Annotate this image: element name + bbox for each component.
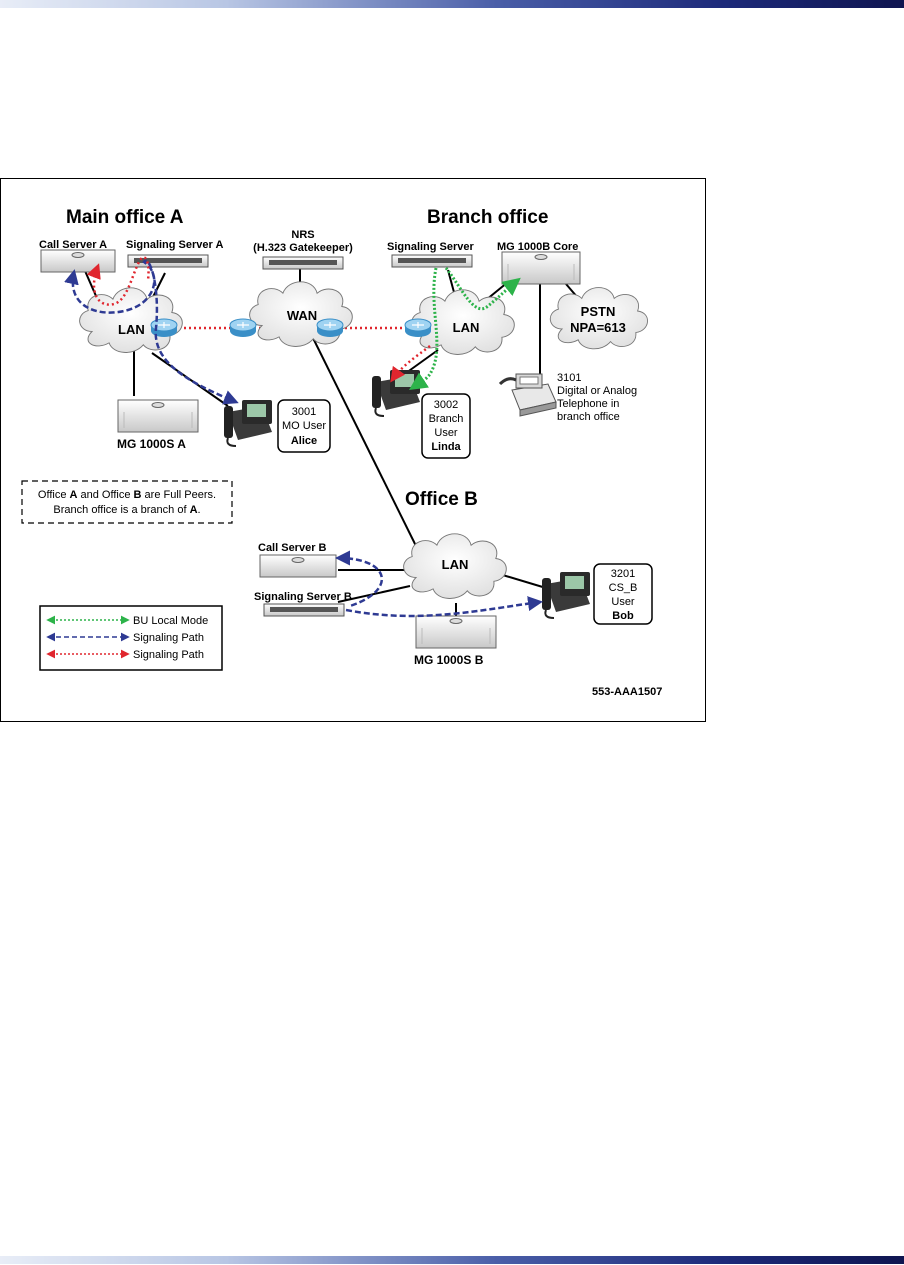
signaling-path-blue [64,259,543,618]
signaling-server-b-label: Signaling Server B [254,591,352,603]
office-b-title: Office B [405,489,478,510]
call-server-a-label: Call Server A [39,239,107,251]
mg1000s-b-label: MG 1000S B [414,653,484,667]
svg-text:User: User [434,427,458,439]
mg1000s-a-label: MG 1000S A [117,437,186,451]
signaling-server-label: Signaling Server [387,241,475,253]
signaling-path-red [86,256,431,383]
analog-telephone-icon [498,373,557,417]
svg-text:3201: 3201 [611,568,635,580]
call-server-b-icon [259,554,337,578]
bu-local-mode-path [409,267,521,390]
svg-text:Branch: Branch [429,413,464,425]
svg-text:3002: 3002 [434,399,458,411]
call-server-b-label: Call Server B [258,542,327,554]
mg1000b-core-icon [501,251,581,285]
svg-text:Telephone in: Telephone in [557,398,619,410]
peers-note: Office A and Office B are Full Peers. Br… [21,480,233,524]
mg1000b-core-label: MG 1000B Core [497,241,578,253]
top-band [0,0,904,8]
user-box-linda: 3002 Branch User Linda [421,393,471,459]
svg-text:Digital or Analog: Digital or Analog [557,385,637,397]
svg-text:User: User [611,596,635,608]
router-icon [404,318,432,338]
svg-text:Office A and Office B are Full: Office A and Office B are Full Peers. [38,489,216,501]
signaling-server-branch-icon [391,254,473,268]
nrs-server-icon [262,256,344,270]
legend-label: Signaling Path [133,649,204,661]
svg-text:Linda: Linda [431,441,461,453]
svg-text:MO User: MO User [282,420,326,432]
figure-id: 553-AAA1507 [592,686,662,698]
pstn-label: PSTN [581,304,616,319]
branch-office-title: Branch office [427,207,548,228]
svg-text:Bob: Bob [612,610,634,622]
mg1000s-b-icon [415,615,497,649]
router-icon [316,318,344,338]
signaling-server-a-icon [127,254,209,268]
network-diagram: Main office A Branch office Office B Cal… [0,178,706,722]
lan-b-label: LAN [442,557,469,572]
legend: BU Local Mode Signaling Path Signaling P… [39,605,223,671]
analog-telephone-label: 3101 Digital or Analog Telephone in bran… [557,372,637,423]
nrs-label: NRS [291,229,314,241]
lan-branch-label: LAN [453,320,480,335]
svg-text:branch office: branch office [557,411,620,423]
router-icon [229,318,257,338]
legend-label: Signaling Path [133,632,204,644]
svg-text:Branch office is a branch of A: Branch office is a branch of A. [53,504,200,516]
main-office-title: Main office A [66,207,184,228]
lan-a-label: LAN [118,322,145,337]
svg-text:3101: 3101 [557,372,581,384]
svg-text:Alice: Alice [291,435,317,447]
legend-label: BU Local Mode [133,615,208,627]
user-box-bob: 3201 CS_B User Bob [593,563,653,625]
signaling-server-a-label: Signaling Server A [126,239,223,251]
mg1000s-a-icon [117,399,199,433]
pstn-npa-label: NPA=613 [570,320,626,335]
bottom-band [0,1256,904,1264]
wan-label: WAN [287,308,317,323]
svg-text:3001: 3001 [292,406,316,418]
signaling-server-b-icon [263,603,345,617]
svg-text:CS_B: CS_B [609,582,638,594]
nrs-sub-label: (H.323 Gatekeeper) [253,242,353,254]
user-box-alice: 3001 MO User Alice [277,399,331,453]
call-server-a-icon [40,249,116,273]
